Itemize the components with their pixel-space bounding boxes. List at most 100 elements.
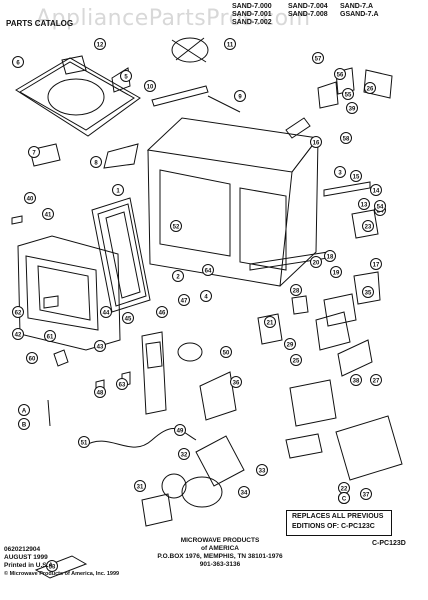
callout-label: 19: [333, 270, 340, 276]
callout-label: B: [22, 422, 27, 428]
callout-48: 48: [94, 386, 106, 398]
callout-label: 7: [32, 150, 36, 156]
callout-circle: [338, 492, 350, 504]
callout-circle: [26, 352, 38, 364]
callout-label: C: [342, 496, 347, 502]
print-date: AUGUST 1999: [4, 554, 48, 561]
callout-label: 49: [177, 428, 184, 434]
callout-53: 53: [46, 560, 58, 572]
replaces-line-2: EDITIONS OF: C-PC123C: [292, 523, 375, 530]
callout-circle: [42, 208, 54, 220]
company-suffix: of AMERICA: [200, 545, 240, 552]
callout-circle: [358, 198, 370, 210]
callout-32: 32: [178, 448, 190, 460]
callout-circle: [46, 560, 58, 572]
callout-label: 2: [176, 274, 180, 280]
callout-circle: [18, 404, 30, 416]
callout-label: 18: [327, 254, 334, 260]
callout-51: 51: [78, 436, 90, 448]
callout-circle: [360, 488, 372, 500]
callout-label: 1: [116, 188, 120, 194]
model-number: SAND-7.000: [232, 3, 272, 10]
callout-26: 26: [364, 82, 376, 94]
callout-label: 62: [15, 310, 22, 316]
callout-label: 47: [181, 298, 188, 304]
callout-55: 55: [342, 88, 354, 100]
callout-circle: [310, 136, 322, 148]
callout-circle: [230, 376, 242, 388]
callout-13: 13: [358, 198, 370, 210]
callout-circle: [144, 80, 156, 92]
callout-38: 38: [350, 374, 362, 386]
callout-A: A: [18, 404, 30, 416]
callout-9: 9: [234, 90, 246, 102]
callout-58: 58: [340, 132, 352, 144]
callout-52: 52: [170, 220, 182, 232]
callout-circle: [234, 90, 246, 102]
callout-label: 33: [259, 468, 266, 474]
callout-17: 17: [370, 258, 382, 270]
callout-circle: [342, 88, 354, 100]
callout-label: 6: [16, 60, 20, 66]
callout-27: 27: [370, 374, 382, 386]
callout-15: 15: [350, 170, 362, 182]
callout-circle: [78, 436, 90, 448]
callout-circle: [350, 374, 362, 386]
callout-62: 62: [12, 306, 24, 318]
callout-circle: [100, 306, 112, 318]
callout-33: 33: [256, 464, 268, 476]
callout-4: 4: [200, 290, 212, 302]
callout-label: 52: [173, 224, 180, 230]
callout-circle: [178, 448, 190, 460]
callout-B: B: [18, 418, 30, 430]
model-number: SAND-7.008: [288, 11, 328, 18]
callout-10: 10: [144, 80, 156, 92]
callout-label: 13: [361, 202, 368, 208]
callout-60: 60: [26, 352, 38, 364]
callout-label: 22: [341, 486, 348, 492]
callout-61: 61: [44, 330, 56, 342]
callout-57: 57: [312, 52, 324, 64]
callout-label: 60: [29, 356, 36, 362]
callout-circle: [362, 220, 374, 232]
callout-43: 43: [94, 340, 106, 352]
callout-16: 16: [310, 136, 322, 148]
callout-19: 19: [330, 266, 342, 278]
callout-circle: [172, 270, 184, 282]
callout-circle: [324, 250, 336, 262]
company-name: MICROWAVE PRODUCTS: [180, 537, 260, 544]
callout-circle: [364, 82, 376, 94]
callout-39: 39: [346, 102, 358, 114]
callout-circle: [334, 68, 346, 80]
callout-circle: [200, 290, 212, 302]
callout-label: 46: [159, 310, 166, 316]
callout-11: 11: [224, 38, 236, 50]
callout-31: 31: [134, 480, 146, 492]
callout-label: 8: [94, 160, 98, 166]
callout-label: 56: [337, 72, 344, 78]
callout-50: 50: [220, 346, 232, 358]
callout-circle: [264, 316, 276, 328]
callout-label: A: [22, 408, 27, 414]
callout-22: 22: [338, 482, 350, 494]
callout-circle: [238, 486, 250, 498]
callout-64: 64: [202, 264, 214, 276]
callout-label: 29: [287, 342, 294, 348]
callout-8: 8: [90, 156, 102, 168]
callout-circle: [12, 306, 24, 318]
company-address: P.O.BOX 1976, MEMPHIS, TN 38101-1976: [157, 553, 283, 560]
callout-label: 55: [345, 92, 352, 98]
callout-label: 61: [47, 334, 54, 340]
model-number: SAND-7.001: [232, 11, 272, 18]
callout-label: 58: [343, 136, 350, 142]
callout-label: 20: [313, 260, 320, 266]
callout-label: 9: [238, 94, 242, 100]
callout-circle: [112, 184, 124, 196]
diagram-code: C-PC123D: [372, 540, 406, 547]
callout-circle: [312, 52, 324, 64]
callout-label: 15: [353, 174, 360, 180]
replaces-line-1: REPLACES ALL PREVIOUS: [292, 513, 384, 520]
callout-circle: [170, 220, 182, 232]
callout-44: 44: [100, 306, 112, 318]
